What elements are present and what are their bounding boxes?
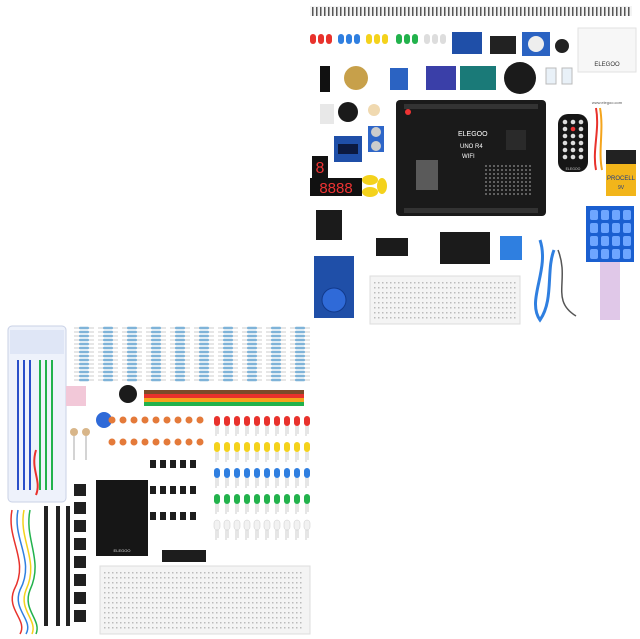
- driver-board: [460, 66, 496, 90]
- breadboard-power-module: ELEGOO: [96, 480, 148, 556]
- board-model: UNO R4: [460, 144, 483, 150]
- buzzer: [338, 102, 358, 122]
- buzzer-small: [555, 39, 569, 53]
- breadboard-bottom: [99, 565, 311, 635]
- resistor-grid: [74, 326, 310, 382]
- board-variant: WIFI: [462, 154, 475, 160]
- membrane-keypad: [586, 206, 634, 320]
- capacitor: [320, 66, 330, 92]
- single-digit-text: 8: [316, 160, 325, 177]
- breadboard-top: [369, 275, 521, 325]
- joystick-module: [504, 62, 536, 94]
- small-module: [490, 36, 516, 54]
- bottom-kit-illustration: ELEGOO: [7, 325, 311, 635]
- usb-cable: [534, 239, 556, 323]
- ir-receiver-module: [316, 210, 342, 240]
- ceramic-capacitors: [108, 416, 204, 446]
- website-text: www.elegoo.com: [592, 100, 623, 105]
- dht11-sensor: [500, 236, 522, 260]
- elegoo-logo-text: ELEGOO: [594, 62, 620, 68]
- uno-r4-wifi-board: ELEGOO UNO R4 WIFI: [396, 100, 546, 216]
- power-supply-module: [440, 232, 490, 264]
- power-module-label: ELEGOO: [114, 548, 131, 553]
- jumper-wire-box: [7, 325, 67, 503]
- fan-blade: [362, 175, 387, 197]
- four-digit-display: [310, 178, 362, 196]
- jumper-wire-bundle: [10, 509, 38, 635]
- top-kit-illustration: ELEGOO www.elegoo.com 8 8888 ELEGOO UNO …: [310, 6, 637, 325]
- wifi-module: [416, 160, 438, 190]
- battery-voltage: 9V: [618, 185, 625, 191]
- sensor-module: [426, 66, 456, 90]
- four-digit-text: 8888: [319, 180, 352, 197]
- photoresistors: [70, 428, 90, 460]
- ic-chip: [162, 550, 206, 562]
- ribbon-cable: [144, 390, 304, 406]
- relay-module: [452, 32, 482, 54]
- remote-label: ELEGOO: [566, 167, 581, 171]
- bottom-kit-photo: ELEGOO: [0, 320, 320, 639]
- stepper-motor: [344, 66, 368, 90]
- sound-sensor: [376, 238, 408, 256]
- buzzer-bottom: [119, 385, 137, 403]
- board-brand: ELEGOO: [458, 131, 488, 138]
- 9v-battery: PROCELL 9V: [606, 150, 636, 196]
- potentiometer: [96, 412, 112, 428]
- pushbuttons: [74, 484, 86, 622]
- header-pin-strips: [44, 506, 70, 626]
- battery-brand: PROCELL: [607, 176, 636, 182]
- led-grid: [213, 416, 311, 540]
- header-pins-row: [310, 6, 632, 16]
- elegoo-card: ELEGOO: [577, 27, 637, 73]
- led-row-top: [310, 34, 446, 44]
- top-kit-photo: ELEGOO www.elegoo.com 8 8888 ELEGOO UNO …: [300, 0, 640, 330]
- transistors: [150, 460, 196, 520]
- ir-remote: ELEGOO: [558, 114, 588, 172]
- servo-motor: [390, 68, 408, 90]
- single-digit-display: [312, 156, 328, 178]
- tilt-switch: [66, 386, 86, 406]
